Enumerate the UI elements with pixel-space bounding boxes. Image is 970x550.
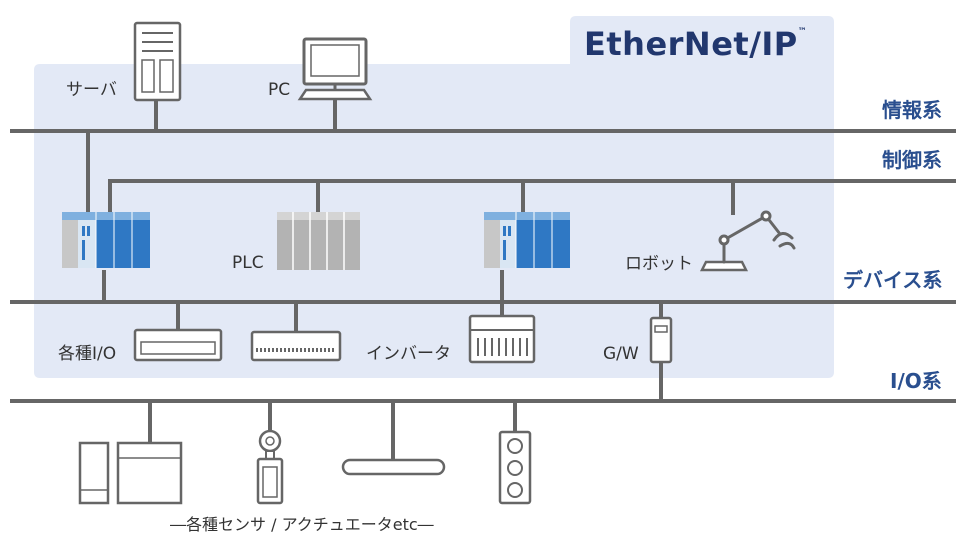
plc-blue-right-icon (484, 212, 570, 268)
network-label-io: I/O系 (890, 369, 942, 393)
various-io-icon (133, 328, 223, 362)
trademark-mark: ™ (797, 27, 808, 37)
sensor-cabinet-icon (78, 441, 183, 505)
inverter-icon (468, 314, 536, 364)
server-icon (133, 21, 182, 102)
inverter-label: インバータ (366, 344, 451, 364)
network-label-device: デバイス系 (843, 268, 943, 292)
proximity-sensor-icon (256, 429, 284, 505)
gateway-label: G/W (603, 344, 639, 364)
plc-blue-left-icon (62, 212, 150, 268)
various-io-label: 各種I/O (58, 344, 117, 364)
connector-lines (86, 100, 735, 460)
bus-lines (10, 129, 956, 403)
ethernet-ip-panel (34, 16, 834, 378)
plc-label: PLC (232, 253, 264, 273)
robot-arm-icon (699, 210, 796, 272)
pc-icon (297, 37, 373, 101)
pc-label: PC (268, 80, 291, 100)
terminal-io-icon (250, 330, 342, 362)
robot-label: ロボット (625, 254, 693, 274)
network-label-info: 情報系 (882, 98, 942, 122)
server-label: サーバ (66, 80, 117, 100)
plc-gray-icon (277, 212, 360, 270)
ethernet-ip-logo: EtherNet/IP™ (584, 25, 808, 63)
sensors-actuators-caption: ―各種センサ / アクチュエータetc― (170, 515, 434, 534)
logo-text: EtherNet/IP (584, 25, 798, 63)
network-label-control: 制御系 (882, 148, 942, 172)
gateway-icon (649, 316, 673, 364)
signal-tower-icon (498, 430, 532, 505)
cylinder-actuator-icon (341, 458, 446, 476)
